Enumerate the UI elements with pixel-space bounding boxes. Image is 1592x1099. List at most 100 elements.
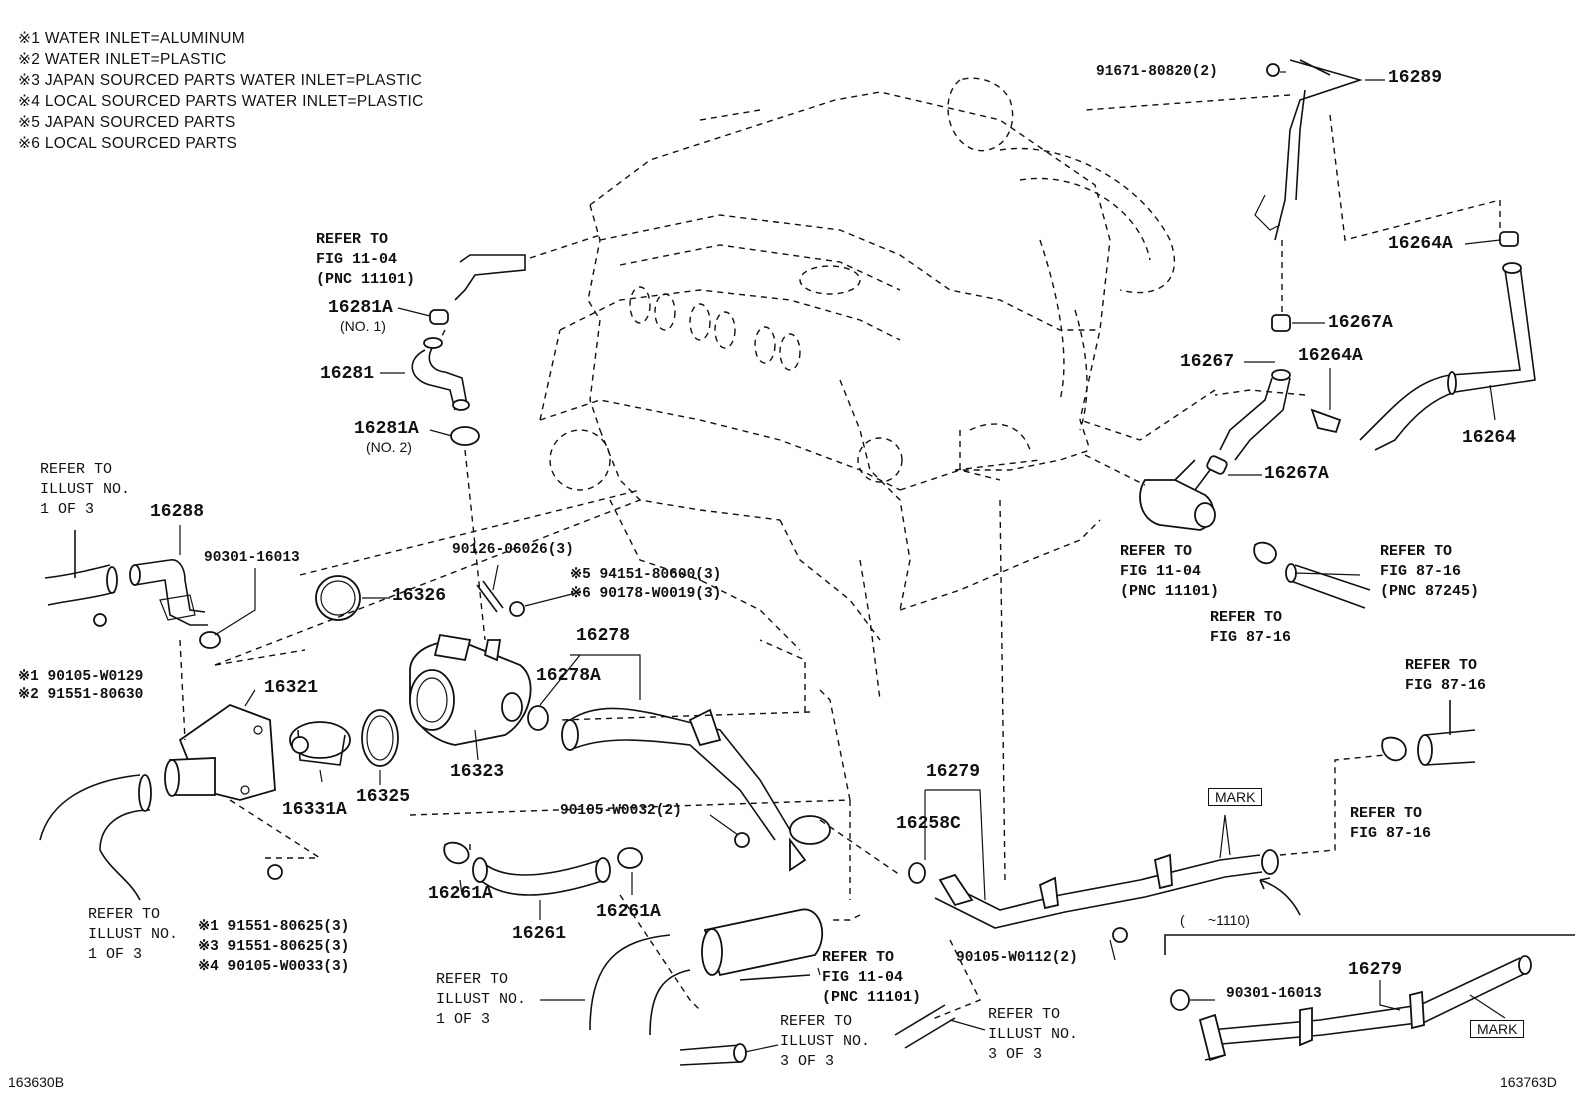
note-1: ※1 WATER INLET=ALUMINUM <box>18 30 246 47</box>
label-16325: 16325 <box>356 787 411 807</box>
label-16331A: 16331A <box>282 800 347 820</box>
label-16326: 16326 <box>392 586 447 606</box>
clamp-16267A-top <box>1271 314 1291 332</box>
label-91671-80820: 91671-80820(2) <box>1096 64 1218 80</box>
pipe-fig1104-bottom <box>701 908 824 981</box>
clamp-87-16-b <box>1381 736 1407 762</box>
hose-illust1-bottom <box>589 934 691 1036</box>
cylinder-ports <box>549 265 903 491</box>
nut-94151 <box>509 601 525 617</box>
label-16281A-2: 16281A <box>354 419 419 439</box>
gasket-16326 <box>315 575 361 621</box>
pipe-16288 <box>129 559 208 626</box>
note-6: ※6 LOCAL SOURCED PARTS <box>18 135 238 152</box>
gasket-16325 <box>361 709 399 767</box>
label-16281A-1: 16281A <box>328 298 393 318</box>
label-90105-W0112: 90105-W0112(2) <box>956 950 1078 966</box>
note-3: ※3 JAPAN SOURCED PARTS WATER INLET=PLAST… <box>18 72 423 89</box>
oring-16258C <box>908 862 926 884</box>
inset-arrow <box>1259 879 1301 916</box>
label-16267A-bot: 16267A <box>1264 464 1329 484</box>
label-16258C: 16258C <box>896 814 961 834</box>
label-90105-W0033: ※4 90105-W0033(3) <box>198 959 350 975</box>
hose-illust3-a <box>679 1043 747 1066</box>
mark-label-inset: MARK <box>1470 1020 1525 1038</box>
hose-87245 <box>1285 563 1371 609</box>
oring-16278A <box>527 705 549 731</box>
inset-range: ( ~1110) <box>1180 912 1250 928</box>
label-16261A-right: 16261A <box>596 902 661 922</box>
label-16278A: 16278A <box>536 666 601 686</box>
label-91551-80625-3: ※3 91551-80625(3) <box>198 939 350 955</box>
hose-16267 <box>1219 369 1291 461</box>
label-16264A-mid: 16264A <box>1298 346 1363 366</box>
water-outlet-right <box>1139 459 1216 531</box>
label-16281: 16281 <box>320 364 375 384</box>
label-16289: 16289 <box>1388 68 1443 88</box>
pipe-16279 <box>934 849 1279 929</box>
turbo-unit <box>947 77 1176 481</box>
mark-label: MARK <box>1208 788 1263 806</box>
oring-90301-b <box>1170 989 1190 1011</box>
engine-block-outline <box>539 91 1111 900</box>
label-16267: 16267 <box>1180 352 1235 372</box>
inset-pipe-16279 <box>1198 955 1532 1062</box>
clamp-16281A-1 <box>429 309 449 325</box>
figure-code-left: 163630B <box>8 1074 65 1090</box>
label-16264A-top: 16264A <box>1388 234 1453 254</box>
label-16281A-2-sub: (NO. 2) <box>366 439 412 455</box>
figure-code-right: 163763D <box>1500 1074 1557 1090</box>
label-16261A-left: 16261A <box>428 884 493 904</box>
note-5: ※5 JAPAN SOURCED PARTS <box>18 114 236 131</box>
clamp-16281A-2 <box>450 426 480 446</box>
pipe-16278 <box>561 707 831 872</box>
dashed-connectors <box>179 94 1501 1021</box>
water-inlet-16321 <box>164 703 276 801</box>
hose-illust1-lower-left <box>39 774 152 901</box>
bolt-91551-80625 <box>267 864 283 880</box>
clamp-16267A-bot <box>1206 455 1228 475</box>
bolt-90105-W0112 <box>1112 927 1128 943</box>
label-16279-inset: 16279 <box>1348 960 1403 980</box>
note-4: ※4 LOCAL SOURCED PARTS WATER INLET=PLAST… <box>18 93 424 110</box>
label-90105-W0129: ※1 90105-W0129 <box>18 669 144 685</box>
hose-illust1-left <box>44 530 118 606</box>
oring-90301-a <box>199 631 221 649</box>
hose-16264 <box>1359 262 1536 451</box>
note-2: ※2 WATER INLET=PLASTIC <box>18 51 227 68</box>
clamp-16261A-right <box>617 847 643 869</box>
label-90301-16013-b: 90301-16013 <box>1226 986 1322 1002</box>
housing-16323 <box>409 633 532 746</box>
label-90301-16013-a: 90301-16013 <box>204 550 300 566</box>
label-91551-80625-1: ※1 91551-80625(3) <box>198 919 350 935</box>
bolt-90105-W0032 <box>734 832 750 848</box>
inset-frame <box>1164 934 1575 955</box>
label-90105-W0032: 90105-W0032(2) <box>560 803 682 819</box>
hose-87-16-right <box>1417 700 1476 766</box>
clamp-87-16-a <box>1253 541 1277 565</box>
label-16261: 16261 <box>512 924 567 944</box>
label-16278: 16278 <box>576 626 631 646</box>
thermostat-16331A <box>289 721 351 766</box>
label-16321: 16321 <box>264 678 319 698</box>
label-16264: 16264 <box>1462 428 1517 448</box>
notes-legend: ※1 WATER INLET=ALUMINUM ※2 WATER INLET=P… <box>18 28 424 154</box>
label-91551-80630: ※2 91551-80630 <box>18 687 144 703</box>
clamp-16264A-mid <box>1310 408 1342 434</box>
clamp-16264A-top <box>1499 231 1519 247</box>
label-16281A-1-sub: (NO. 1) <box>340 318 386 334</box>
clamp-16261A-left <box>443 841 470 865</box>
